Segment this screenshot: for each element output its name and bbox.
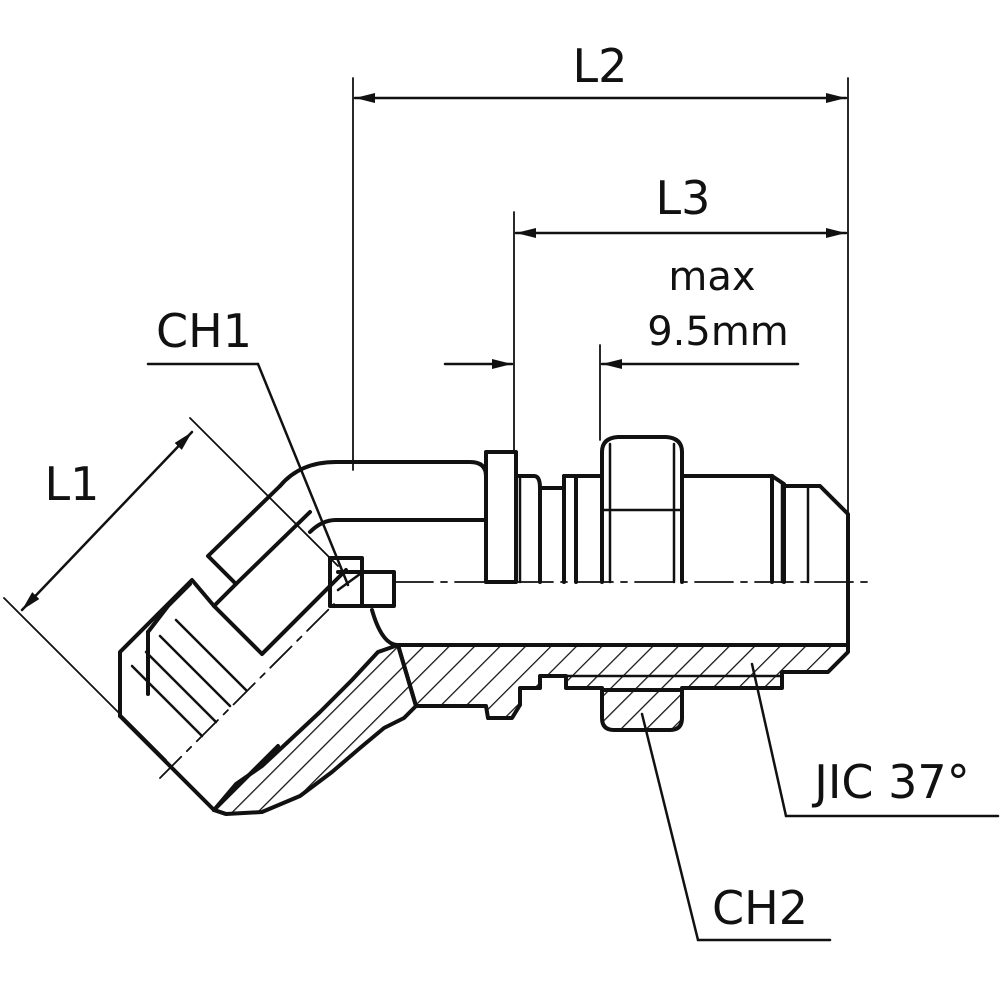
- label-max-value: 9.5mm: [647, 309, 789, 355]
- dimension-l1: L1: [3, 417, 339, 761]
- label-ch2: CH2: [712, 881, 808, 935]
- label-jic: JIC 37°: [811, 755, 969, 809]
- dimension-l2: L2: [352, 39, 849, 646]
- label-ch2-group: CH2: [640, 712, 832, 942]
- label-ch1-group: CH1: [146, 304, 350, 587]
- dimension-l3: L3: [513, 171, 848, 453]
- fitting-body-right: [334, 435, 850, 584]
- fitting-body-angled: [118, 460, 418, 816]
- label-max: max: [668, 254, 755, 300]
- fitting-section-lower: [370, 580, 850, 732]
- label-l2: L2: [573, 39, 628, 93]
- label-jic-group: JIC 37°: [750, 662, 1000, 818]
- dimension-max: max 9.5mm: [443, 254, 800, 441]
- label-l3: L3: [656, 171, 711, 225]
- label-l1: L1: [45, 457, 100, 511]
- label-ch1: CH1: [156, 304, 252, 358]
